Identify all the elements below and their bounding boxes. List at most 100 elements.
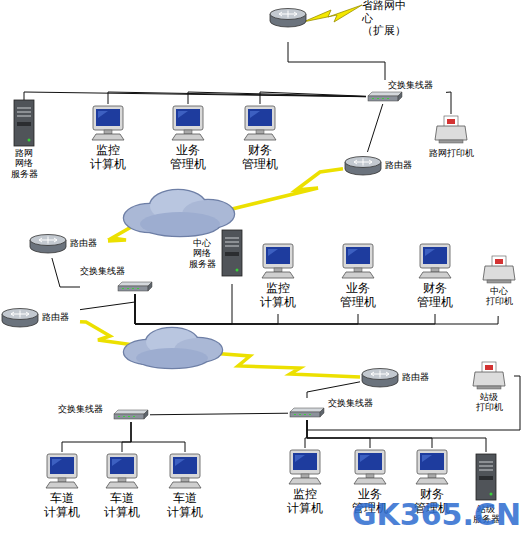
- monitor-screen: [293, 453, 317, 470]
- paper-print: [447, 119, 455, 124]
- monitor-screen: [173, 457, 197, 474]
- server-led: [28, 139, 31, 142]
- device-label: 业务 管理机: [170, 144, 206, 172]
- computer-base: [172, 134, 204, 140]
- printer-paper: [444, 116, 458, 127]
- server-tower: [476, 454, 496, 500]
- switch-side: [398, 92, 402, 101]
- printer-tray: [439, 140, 463, 143]
- computer-base: [244, 134, 276, 140]
- computer-base: [354, 478, 386, 484]
- device-label: 财务 管理机: [417, 282, 453, 310]
- network-cable: [307, 420, 370, 448]
- monitor-stand: [256, 130, 264, 134]
- switch-leds: [118, 416, 135, 417]
- device-label: 监控 计算机: [90, 144, 126, 172]
- monitor-screen: [248, 109, 272, 126]
- device-label: 业务 管理机: [340, 282, 376, 310]
- device-label: 中心 网络 服务器: [189, 238, 216, 269]
- pc-icon: [242, 106, 278, 142]
- router-icon: [362, 368, 398, 388]
- server-bays: [17, 108, 31, 116]
- device-label: 财务 管理机: [242, 144, 278, 172]
- device-label: 路网 网络 服务器: [11, 148, 38, 179]
- computer-base: [419, 272, 451, 278]
- switch-leds: [372, 98, 389, 99]
- pc-icon: [170, 106, 206, 142]
- pc-node: 业务 管理机: [336, 242, 380, 314]
- monitor-frame: [355, 450, 385, 474]
- network-cable: [108, 92, 366, 104]
- switch-front: [290, 412, 320, 417]
- monitor-frame: [245, 106, 275, 130]
- monitor-frame: [170, 454, 200, 478]
- server-tower: [222, 230, 242, 276]
- network-cable: [122, 422, 131, 452]
- router-node: 路由器: [28, 232, 108, 258]
- router-arrows: [39, 237, 57, 244]
- server-icon: [476, 454, 496, 500]
- device-label: 监控 计算机: [287, 488, 323, 516]
- lightning-bolt: [303, 5, 362, 22]
- monitor-stand: [301, 474, 309, 478]
- paper-print: [485, 365, 493, 370]
- router-icon: [30, 234, 66, 254]
- pc-node: 车道 计算机: [163, 452, 207, 524]
- printer-tray: [487, 280, 511, 283]
- router-node: 路由器: [0, 306, 80, 332]
- switch-front: [118, 286, 148, 291]
- device-label: 交换集线器: [328, 398, 373, 408]
- network-cable: [307, 420, 486, 452]
- monitor-stand: [58, 478, 66, 482]
- network-cable: [150, 413, 288, 415]
- cloud-outline: [136, 348, 208, 368]
- monitor-screen: [96, 109, 120, 126]
- device-label: 车道 计算机: [167, 492, 203, 520]
- paper-print: [495, 259, 503, 264]
- monitor-screen: [346, 247, 370, 264]
- screen-glare: [250, 111, 260, 118]
- server-icon: [14, 100, 34, 146]
- pc-node: 车道 计算机: [100, 452, 144, 524]
- network-cable: [188, 92, 366, 104]
- switch-icon: [290, 408, 324, 418]
- monitor-stand: [366, 474, 374, 478]
- pc-node: 监控 计算机: [86, 104, 130, 176]
- printer-icon: [473, 362, 505, 390]
- pc-icon: [104, 454, 140, 490]
- monitor-frame: [420, 244, 450, 268]
- network-cable: [288, 42, 385, 80]
- server-bays: [225, 238, 239, 246]
- switch-icon: [114, 410, 148, 420]
- pc-icon: [90, 106, 126, 142]
- cloud-fill: [136, 348, 208, 368]
- wireless-link: [80, 322, 360, 377]
- pc-icon: [167, 454, 203, 490]
- device-label: 交换集线器: [388, 80, 433, 90]
- router-top: [345, 157, 381, 168]
- computer-base: [416, 478, 448, 484]
- router-node: 省路网中 心（扩展）: [268, 0, 428, 42]
- network-cable: [52, 258, 80, 287]
- router-arrows: [354, 159, 372, 166]
- switch-node: 交换集线器: [58, 402, 150, 422]
- monitor-stand: [104, 130, 112, 134]
- network-cable: [446, 92, 451, 114]
- network-cable: [367, 104, 382, 152]
- monitor-frame: [290, 450, 320, 474]
- printer-paper: [492, 256, 506, 267]
- server-slot: [479, 476, 493, 480]
- network-cable: [135, 294, 278, 324]
- watermark: GK365.CN: [352, 497, 521, 532]
- router-arrows: [371, 371, 389, 378]
- device-label: 路由器: [385, 160, 412, 170]
- cloud-outline: [140, 212, 220, 236]
- server-led: [236, 269, 239, 272]
- device-label: 路由器: [42, 312, 69, 322]
- printer-icon: [435, 116, 467, 144]
- monitor-stand: [274, 268, 282, 272]
- screen-glare: [422, 455, 432, 462]
- device-label: 路由器: [402, 372, 429, 382]
- pc-icon: [340, 244, 376, 280]
